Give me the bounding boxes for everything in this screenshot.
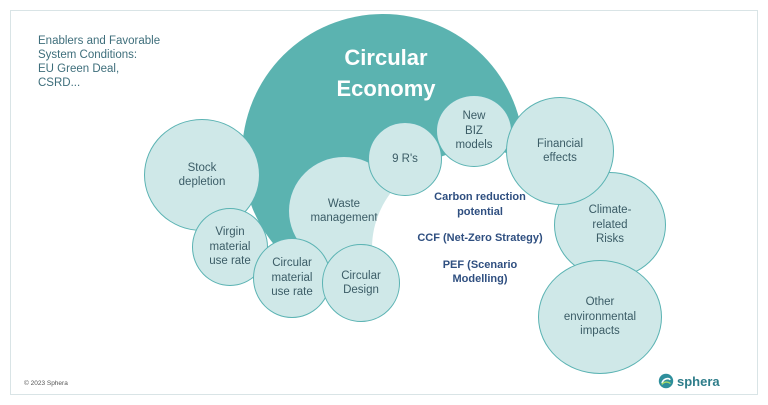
circular-economy-title: Circular Economy	[336, 45, 436, 101]
bubble-virgin-material-label: Virgin material use rate	[209, 226, 251, 268]
bubble-nine-rs: 9 R's	[368, 122, 442, 196]
core-text: Carbon reduction potential CCF (Net-Zero…	[390, 190, 570, 299]
bubble-waste-management-label: Waste management	[310, 197, 378, 225]
ccf-text: CCF (Net-Zero Strategy)	[417, 232, 543, 244]
sphera-logo: sphera	[658, 373, 720, 389]
bubble-stock-depletion-label: Stock depletion	[178, 161, 226, 189]
bubble-climate-risks-label: Climate- related Risks	[588, 204, 632, 246]
carbon-reduction-text: Carbon reduction potential	[434, 191, 526, 218]
bubble-new-biz-label: New BIZ models	[455, 110, 493, 152]
bubble-circular-design: Circular Design	[322, 244, 400, 322]
slide-frame	[10, 10, 758, 395]
copyright-text: © 2023 Sphera	[24, 380, 68, 387]
enablers-text: Enablers and Favorable System Conditions…	[38, 35, 161, 89]
pef-text: PEF (Scenario Modelling)	[442, 258, 518, 286]
bubble-circular-design-label: Circular Design	[341, 269, 381, 297]
bubble-stock-depletion: Stock depletion	[144, 119, 260, 231]
bubble-circular-material-label: Circular material use rate	[271, 257, 313, 299]
sphera-logo-icon	[658, 373, 674, 389]
bubble-other-impacts-label: Other environmental impacts	[563, 296, 637, 338]
bubble-other-impacts: Other environmental impacts	[538, 260, 662, 374]
bubble-circular-material: Circular material use rate	[253, 238, 331, 318]
bubble-financial-effects: Financial effects	[506, 97, 614, 205]
sphera-logo-text: sphera	[677, 373, 720, 389]
bubble-financial-effects-label: Financial effects	[536, 137, 584, 165]
bubble-new-biz: New BIZ models	[436, 95, 512, 167]
bubble-nine-rs-label: 9 R's	[392, 152, 418, 165]
